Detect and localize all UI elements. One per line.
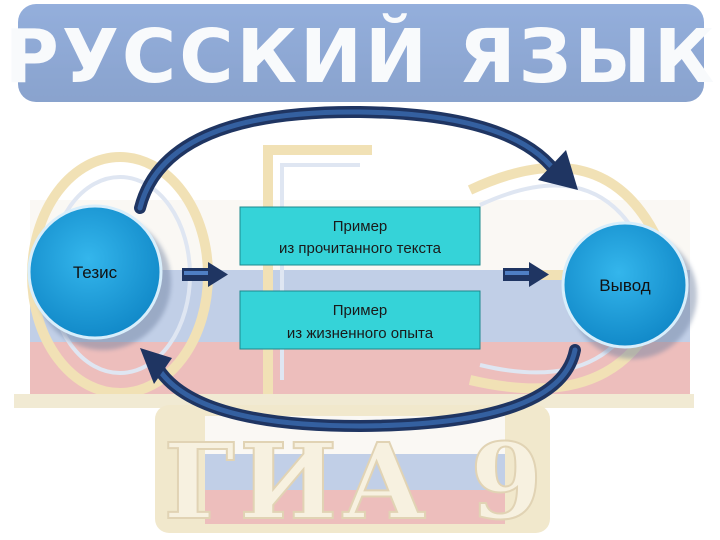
node-thesis-label: Тезис (73, 263, 118, 282)
diagram: Тезис Вывод Пример из прочитанного текст… (27, 105, 697, 433)
box-example-text-line2: из прочитанного текста (279, 240, 442, 257)
top-arc-arrow (134, 105, 578, 214)
box-example-text: Пример из прочитанного текста (239, 206, 481, 266)
banner (18, 4, 704, 102)
node-conclusion-label: Вывод (599, 276, 650, 295)
box-example-life-line2: из жизненного опыта (287, 325, 434, 342)
box-example-life-line1: Пример (333, 302, 388, 319)
box-example-life: Пример из жизненного опыта (239, 290, 481, 350)
logo-bottom-text: ГИА 9 (163, 420, 546, 540)
arrowhead-right-icon (538, 150, 578, 190)
arrow-boxes-to-conclusion (503, 262, 549, 287)
node-conclusion: Вывод (561, 221, 697, 359)
arrow-thesis-to-boxes (182, 262, 228, 287)
banner-title: РУССКИЙ ЯЗЫК (5, 12, 718, 100)
node-thesis: Тезис (27, 204, 171, 350)
box-example-text-line1: Пример (333, 218, 388, 235)
arrowhead-left-icon (140, 348, 172, 384)
bottom-arc-arrow (140, 344, 581, 433)
